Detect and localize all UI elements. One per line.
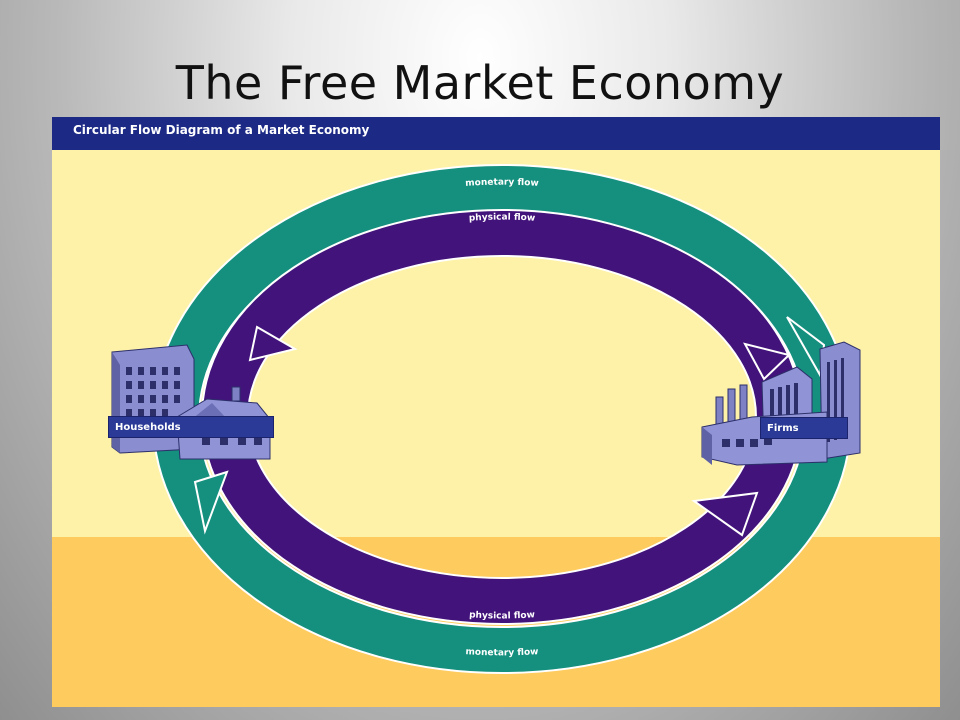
flow-label-bottom-outer: monetary flow bbox=[465, 647, 539, 658]
flow-label-top-outer: monetary flow bbox=[465, 178, 539, 189]
physical-arrow-bottom bbox=[691, 491, 759, 537]
circular-flow-diagram: monetary flow physical flow physical flo… bbox=[111, 164, 861, 674]
diagram-header-title: Circular Flow Diagram of a Market Econom… bbox=[73, 123, 370, 137]
monetary-arrow-left bbox=[193, 470, 229, 535]
slide-title: The Free Market Economy bbox=[175, 56, 785, 110]
flow-label-top-inner: physical flow bbox=[469, 213, 536, 224]
diagram-panel: Circular Flow Diagram of a Market Econom… bbox=[52, 117, 940, 707]
flow-label-bottom-inner: physical flow bbox=[469, 610, 535, 621]
physical-arrow-right bbox=[743, 342, 791, 381]
households-label: Households bbox=[108, 416, 274, 438]
firms-label: Firms bbox=[760, 417, 848, 439]
diagram-header-bar: Circular Flow Diagram of a Market Econom… bbox=[52, 117, 940, 150]
physical-arrow-left bbox=[248, 325, 298, 362]
physical-flow-ring bbox=[203, 211, 801, 623]
